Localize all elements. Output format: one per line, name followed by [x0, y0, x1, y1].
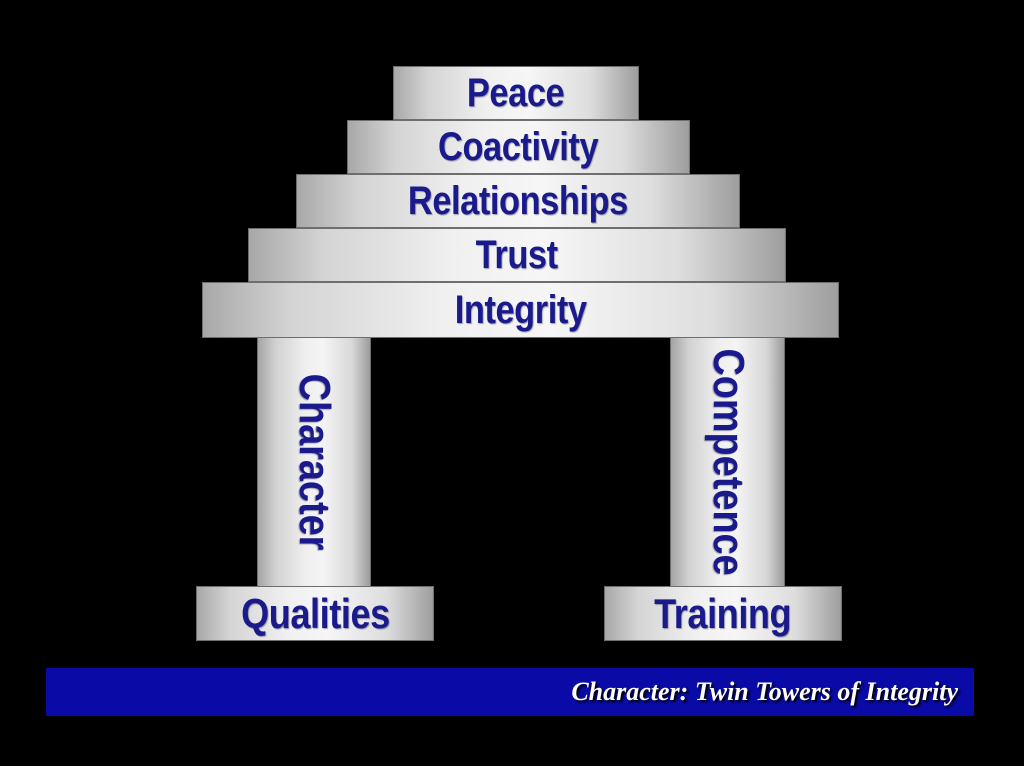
- character-pillar: Character: [257, 338, 371, 586]
- competence-label: Competence: [703, 348, 753, 576]
- trust-slab: Trust: [248, 228, 786, 282]
- qualities-base: Qualities: [196, 586, 434, 641]
- peace-slab: Peace: [393, 66, 639, 120]
- trust-label: Trust: [476, 232, 558, 277]
- competence-pillar: Competence: [670, 338, 785, 586]
- training-label: Training: [654, 589, 792, 637]
- caption-text: Character: Twin Towers of Integrity: [571, 677, 958, 706]
- qualities-label: Qualities: [240, 589, 390, 637]
- coactivity-slab: Coactivity: [347, 120, 690, 174]
- relationships-slab: Relationships: [296, 174, 740, 228]
- training-base: Training: [604, 586, 842, 641]
- peace-label: Peace: [467, 70, 565, 115]
- integrity-slab: Integrity: [202, 282, 839, 338]
- integrity-label: Integrity: [454, 287, 587, 332]
- relationships-label: Relationships: [408, 178, 628, 223]
- coactivity-label: Coactivity: [438, 124, 599, 169]
- character-label: Character: [290, 373, 339, 551]
- caption-bar: Character: Twin Towers of Integrity: [46, 668, 974, 716]
